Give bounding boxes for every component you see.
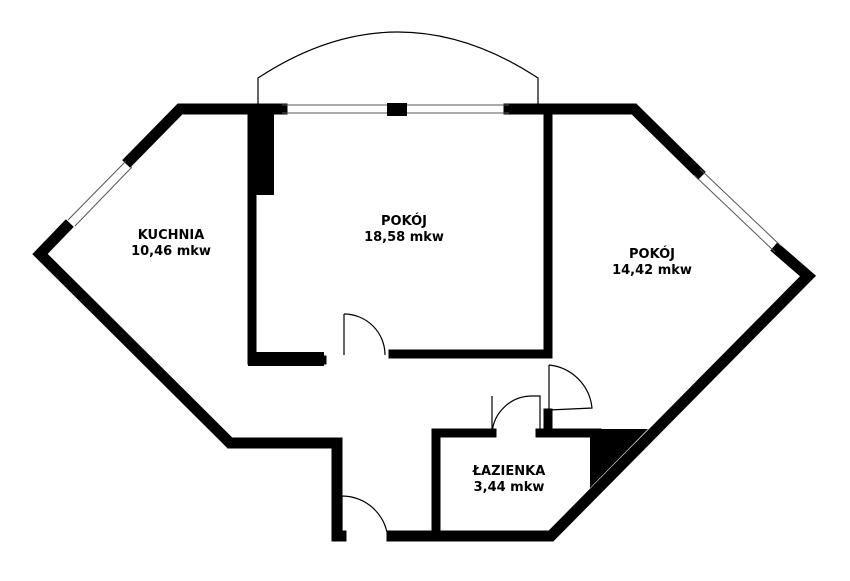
room-label-lazienka: ŁAZIENKA 3,44 mkw (473, 464, 546, 496)
room-name: KUCHNIA (137, 228, 205, 243)
shaft (590, 429, 648, 488)
room-name: ŁAZIENKA (472, 464, 546, 479)
room-name: POKÓJ (629, 247, 675, 262)
room-area: 10,46 mkw (131, 244, 211, 259)
balcony (257, 31, 539, 107)
column (248, 111, 274, 195)
window-mullion (387, 103, 407, 116)
room-area: 18,58 mkw (364, 230, 444, 245)
room-label-pokoj-2: POKÓJ 14,42 mkw (612, 247, 692, 279)
doors (341, 313, 593, 541)
room-area: 3,44 mkw (473, 480, 545, 495)
outer-walls (32, 103, 817, 542)
column-foot (248, 352, 324, 366)
room-name: POKÓJ (381, 214, 427, 229)
room-area: 14,42 mkw (612, 263, 692, 278)
room-label-kuchnia: KUCHNIA 10,46 mkw (131, 228, 211, 260)
windows (67, 104, 782, 253)
room-label-pokoj-1: POKÓJ 18,58 mkw (364, 214, 444, 246)
